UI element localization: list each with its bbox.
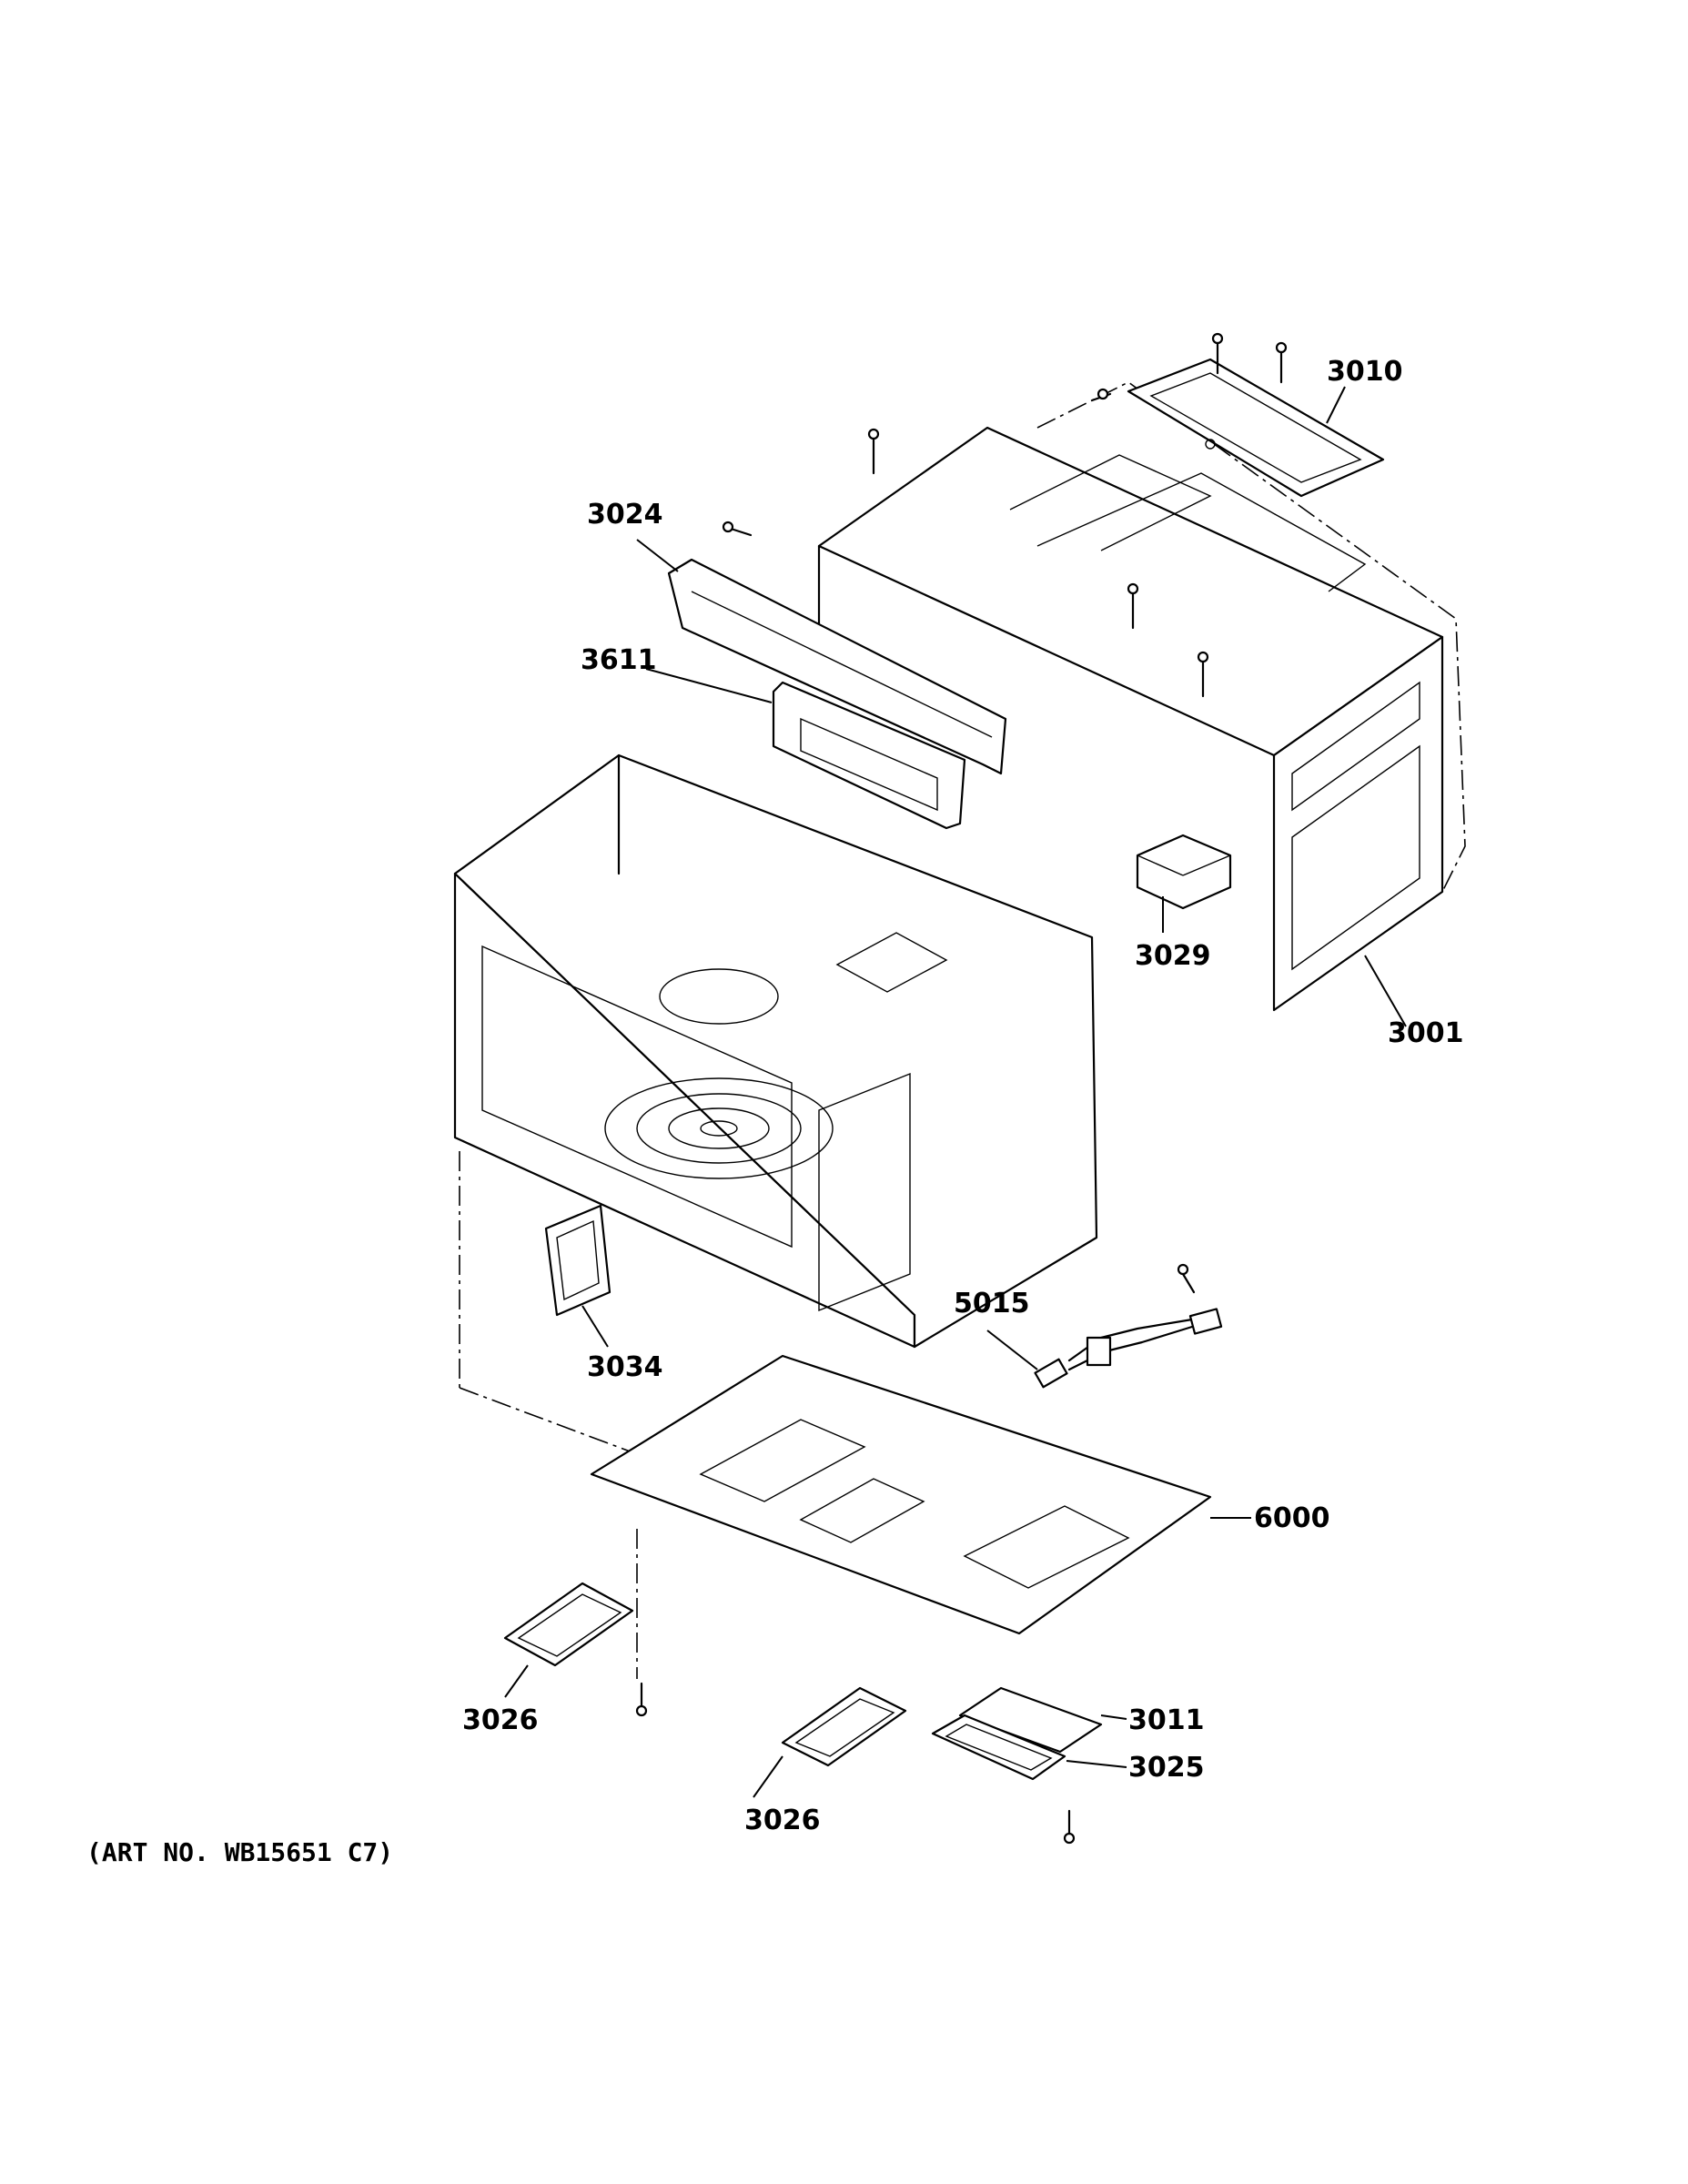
callout-3001: 3001 bbox=[1388, 1017, 1464, 1049]
top-cover-plate-part[interactable] bbox=[1127, 358, 1385, 498]
callout-3611: 3611 bbox=[581, 644, 657, 676]
callout-3010: 3010 bbox=[1327, 356, 1403, 388]
light-lens-part[interactable] bbox=[958, 1686, 1103, 1754]
art-number: (ART NO. WB15651 C7) bbox=[86, 1837, 393, 1867]
thermostat-harness-part[interactable] bbox=[1034, 1308, 1223, 1389]
bracket-part[interactable] bbox=[1136, 834, 1232, 910]
grease-filter-part[interactable] bbox=[781, 1686, 907, 1767]
callout-3026-left: 3026 bbox=[462, 1704, 539, 1736]
callout-3025: 3025 bbox=[1128, 1752, 1205, 1784]
callout-6000: 6000 bbox=[1254, 1502, 1330, 1534]
inner-cavity-chassis bbox=[453, 753, 1098, 1557]
callout-3034: 3034 bbox=[587, 1351, 663, 1383]
screw-icons bbox=[635, 332, 1288, 1845]
damper-part[interactable] bbox=[772, 681, 966, 830]
callout-3024: 3024 bbox=[587, 499, 663, 531]
grease-filter-part[interactable] bbox=[503, 1582, 634, 1667]
vent-grille-part[interactable] bbox=[667, 558, 1007, 775]
callout-3029: 3029 bbox=[1135, 940, 1211, 972]
waveguide-cover-part[interactable] bbox=[544, 1204, 612, 1317]
light-cover-part[interactable] bbox=[931, 1714, 1066, 1781]
bottom-plate-part[interactable] bbox=[590, 1354, 1212, 1679]
leader-lines bbox=[504, 386, 1407, 1798]
callout-3026-center: 3026 bbox=[744, 1805, 821, 1836]
callout-3011: 3011 bbox=[1128, 1704, 1205, 1736]
callout-5015: 5015 bbox=[954, 1288, 1030, 1320]
